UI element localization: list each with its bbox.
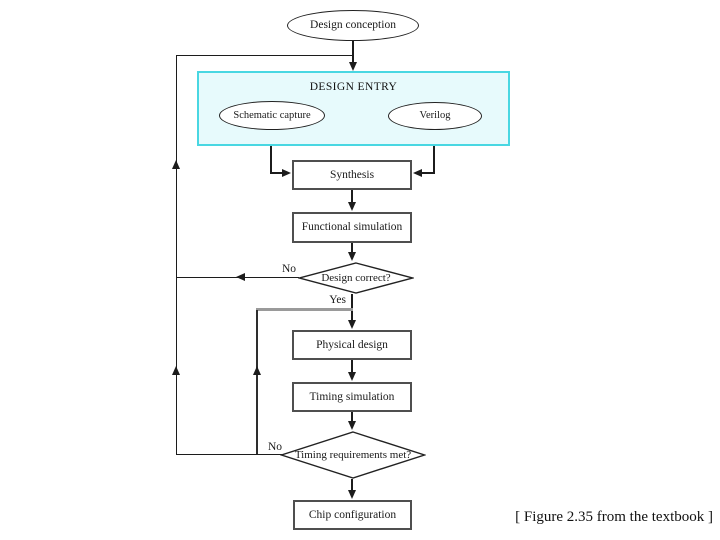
edge-physical-to-timingsim (351, 360, 353, 373)
timing-requirements-diamond-shape (280, 431, 426, 479)
node-functional-simulation: Functional simulation (292, 212, 412, 243)
edge-funcsim-to-decision (351, 243, 353, 254)
node-design-correct-decision: Design correct? (298, 262, 414, 294)
node-physical-design-label: Physical design (316, 338, 388, 351)
arrowhead-into-functional-simulation (348, 202, 356, 211)
node-verilog-label: Verilog (419, 110, 451, 122)
edge-feedback-top-horizontal (176, 55, 353, 56)
node-schematic-capture: Schematic capture (219, 101, 325, 130)
arrowhead-feedback-left-upper (172, 160, 180, 169)
node-physical-design: Physical design (292, 330, 412, 360)
node-verilog: Verilog (388, 102, 482, 130)
node-chip-configuration: Chip configuration (293, 500, 412, 530)
node-timing-simulation: Timing simulation (292, 382, 412, 412)
edge-label-design-correct-no: No (281, 263, 296, 275)
arrowhead-into-chip-configuration (348, 490, 356, 499)
edge-label-timing-no: No (267, 441, 282, 453)
edge-verilog-down (433, 131, 435, 174)
design-correct-diamond-shape (298, 262, 414, 294)
figure-caption: [ Figure 2.35 from the textbook ] (515, 509, 713, 525)
edge-timing-no-horizontal (176, 454, 282, 455)
node-synthesis-label: Synthesis (329, 168, 375, 181)
node-design-conception: Design conception (287, 10, 419, 41)
node-timing-simulation-label: Timing simulation (309, 390, 395, 403)
edge-feedback-left-vertical (176, 55, 177, 455)
arrowhead-into-timing-simulation (348, 372, 356, 381)
node-timing-requirements-label: Timing requirements met? (294, 449, 412, 461)
design-entry-title: DESIGN ENTRY (309, 81, 398, 93)
node-design-correct-label: Design correct? (321, 272, 391, 284)
edge-decision-to-chip (351, 479, 353, 492)
arrowhead-timing-feedback (253, 366, 261, 375)
edge-label-design-correct-yes: Yes (329, 294, 346, 306)
node-functional-simulation-label: Functional simulation (301, 221, 403, 234)
node-schematic-capture-label: Schematic capture (233, 109, 311, 121)
arrowhead-feedback-left-lower (172, 366, 180, 375)
node-chip-configuration-label: Chip configuration (308, 508, 397, 521)
arrowhead-into-design-correct (348, 252, 356, 261)
node-design-conception-label: Design conception (310, 19, 396, 32)
node-timing-requirements-decision: Timing requirements met? (280, 431, 426, 479)
arrowhead-into-synthesis-right (413, 169, 422, 177)
arrowhead-into-design-entry (349, 62, 357, 71)
arrowhead-into-synthesis-left (282, 169, 291, 177)
edge-timing-feedback-vertical (256, 310, 258, 455)
edge-schematic-to-synthesis (270, 172, 284, 174)
edge-verilog-to-synthesis (420, 172, 435, 174)
arrowhead-into-physical-design (348, 320, 356, 329)
edge-synthesis-to-funcsim (351, 190, 353, 204)
arrowhead-into-timing-decision (348, 421, 356, 430)
edge-timingsim-to-decision (351, 412, 353, 423)
edge-conception-to-entry (352, 41, 354, 64)
edge-schematic-down (270, 130, 272, 174)
edge-timing-feedback-horizontal (256, 308, 353, 311)
arrowhead-design-correct-no (236, 273, 245, 281)
node-synthesis: Synthesis (292, 160, 412, 190)
